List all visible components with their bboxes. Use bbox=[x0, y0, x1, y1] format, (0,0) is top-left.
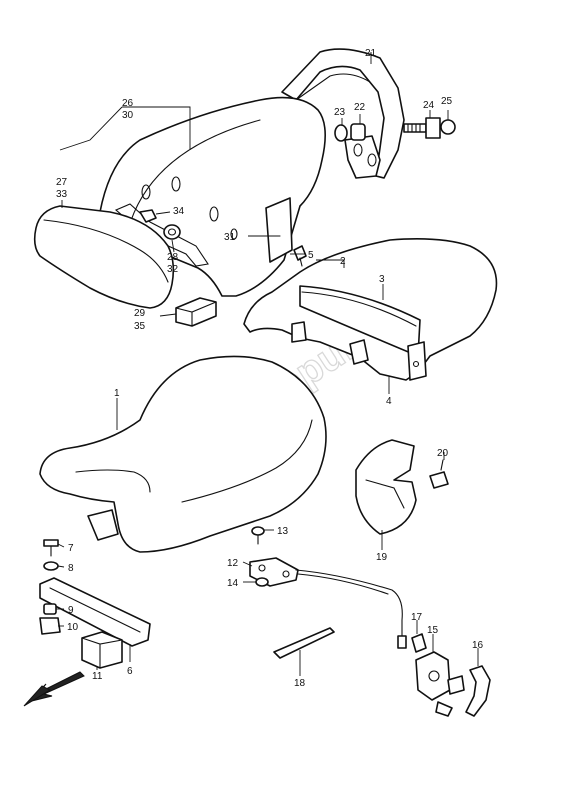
label-31: 31 bbox=[224, 232, 236, 243]
tail-pad bbox=[33, 205, 175, 309]
label-4: 4 bbox=[386, 396, 392, 407]
label-28: 28 bbox=[167, 252, 179, 263]
grab-rail bbox=[281, 48, 405, 179]
label-16: 16 bbox=[472, 640, 484, 651]
label-26: 26 bbox=[122, 98, 134, 109]
seat-lock-15 bbox=[415, 651, 465, 717]
bolt-20 bbox=[429, 459, 449, 489]
label-8: 8 bbox=[68, 563, 74, 574]
label-19: 19 bbox=[376, 552, 388, 563]
lock-cable bbox=[295, 569, 407, 649]
arrow-down-left-icon bbox=[23, 671, 85, 707]
front-seat bbox=[39, 355, 327, 553]
label-23: 23 bbox=[334, 107, 346, 118]
cushion-10 bbox=[39, 617, 61, 635]
screw-7 bbox=[43, 539, 59, 557]
bolt-34 bbox=[139, 209, 157, 223]
washer-8 bbox=[43, 561, 59, 571]
screw-13 bbox=[251, 526, 265, 545]
label-24: 24 bbox=[423, 100, 435, 111]
label-35: 35 bbox=[134, 321, 146, 332]
label-20: 20 bbox=[437, 448, 449, 459]
label-13: 13 bbox=[277, 526, 289, 537]
label-10: 10 bbox=[67, 622, 79, 633]
label-30: 30 bbox=[122, 110, 134, 121]
label-34: 34 bbox=[173, 206, 185, 217]
label-6: 6 bbox=[127, 666, 133, 677]
lock-lever-16 bbox=[465, 665, 491, 717]
label-22: 22 bbox=[354, 102, 366, 113]
screw-14 bbox=[255, 577, 269, 587]
label-14: 14 bbox=[227, 578, 239, 589]
collar-22 bbox=[350, 123, 366, 141]
bush-23 bbox=[334, 124, 348, 142]
label-12: 12 bbox=[227, 558, 239, 569]
label-3: 3 bbox=[379, 274, 385, 285]
label-5: 5 bbox=[308, 250, 314, 261]
callout-labels: 1 2 3 4 5 6 7 8 9 10 11 12 13 14 15 16 1… bbox=[56, 48, 484, 689]
cable-tie-18 bbox=[273, 627, 335, 659]
cap-25 bbox=[440, 119, 456, 135]
clip-17 bbox=[411, 633, 427, 653]
label-17: 17 bbox=[411, 612, 423, 623]
leader-lines bbox=[56, 52, 479, 676]
label-7: 7 bbox=[68, 543, 74, 554]
label-18: 18 bbox=[294, 678, 306, 689]
label-32: 32 bbox=[167, 264, 179, 275]
label-1: 1 bbox=[114, 388, 120, 399]
bolt-24 bbox=[403, 117, 441, 139]
rear-seat bbox=[243, 238, 498, 381]
damper-29 bbox=[175, 297, 217, 327]
label-33: 33 bbox=[56, 189, 68, 200]
bracket-plate-6 bbox=[39, 577, 151, 647]
label-11: 11 bbox=[92, 671, 103, 682]
collar-9 bbox=[43, 603, 57, 615]
label-29: 29 bbox=[134, 308, 146, 319]
grommet-28 bbox=[163, 224, 181, 240]
bolt-5 bbox=[293, 245, 307, 267]
label-21: 21 bbox=[365, 48, 377, 59]
label-27: 27 bbox=[56, 177, 68, 188]
block-11 bbox=[81, 631, 123, 669]
guard-19 bbox=[355, 439, 417, 535]
label-2: 2 bbox=[340, 256, 346, 267]
label-9: 9 bbox=[68, 605, 74, 616]
label-15: 15 bbox=[427, 625, 439, 636]
label-25: 25 bbox=[441, 96, 453, 107]
